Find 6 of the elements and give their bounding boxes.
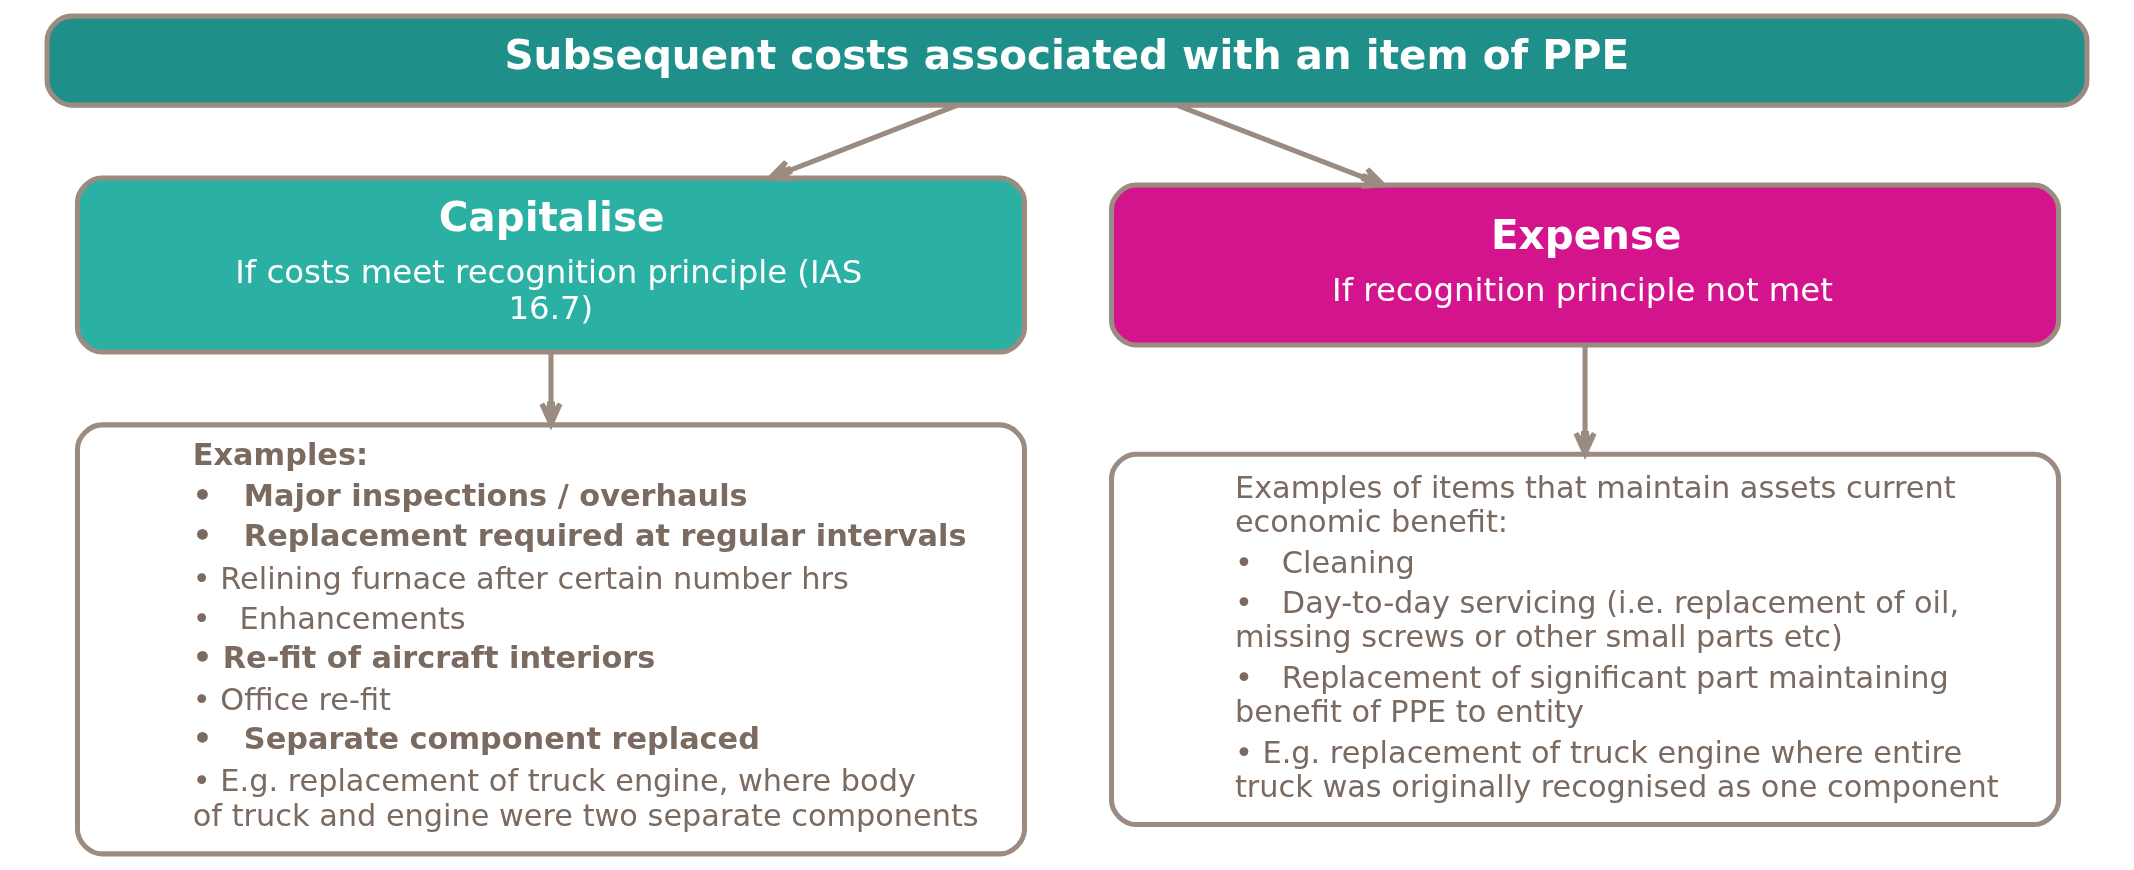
arrow: [1573, 345, 1597, 457]
node-box: Examples: • Major inspections / overhauls • Replacement required at regular intervals • Relining furnace after certain number hrs • Enhancements • Re-fit of aircraft interiors • Office re-fit • Separate component replaced • E.g. replacement of truck engine, where body of truck and engine were two separate components: [74, 422, 1028, 857]
node-box: Examples of items that maintain assets current economic benefit: • Cleaning • Day-to-day servicing (i.e. replacement of oil, missing screws or other small parts etc) • Replacement of significant part maintaining benefit of PPE to entity • E.g. replacement of truck engine where entire truck was originally recognised as one component: [1109, 451, 2062, 828]
node-box: Subsequent costs associated with an item of PPE: [44, 13, 2090, 108]
node-box: Capitalise If costs meet recognition principle (IAS 16.7): [74, 175, 1028, 355]
node-box: Expense If recognition principle not met: [1109, 182, 2062, 348]
